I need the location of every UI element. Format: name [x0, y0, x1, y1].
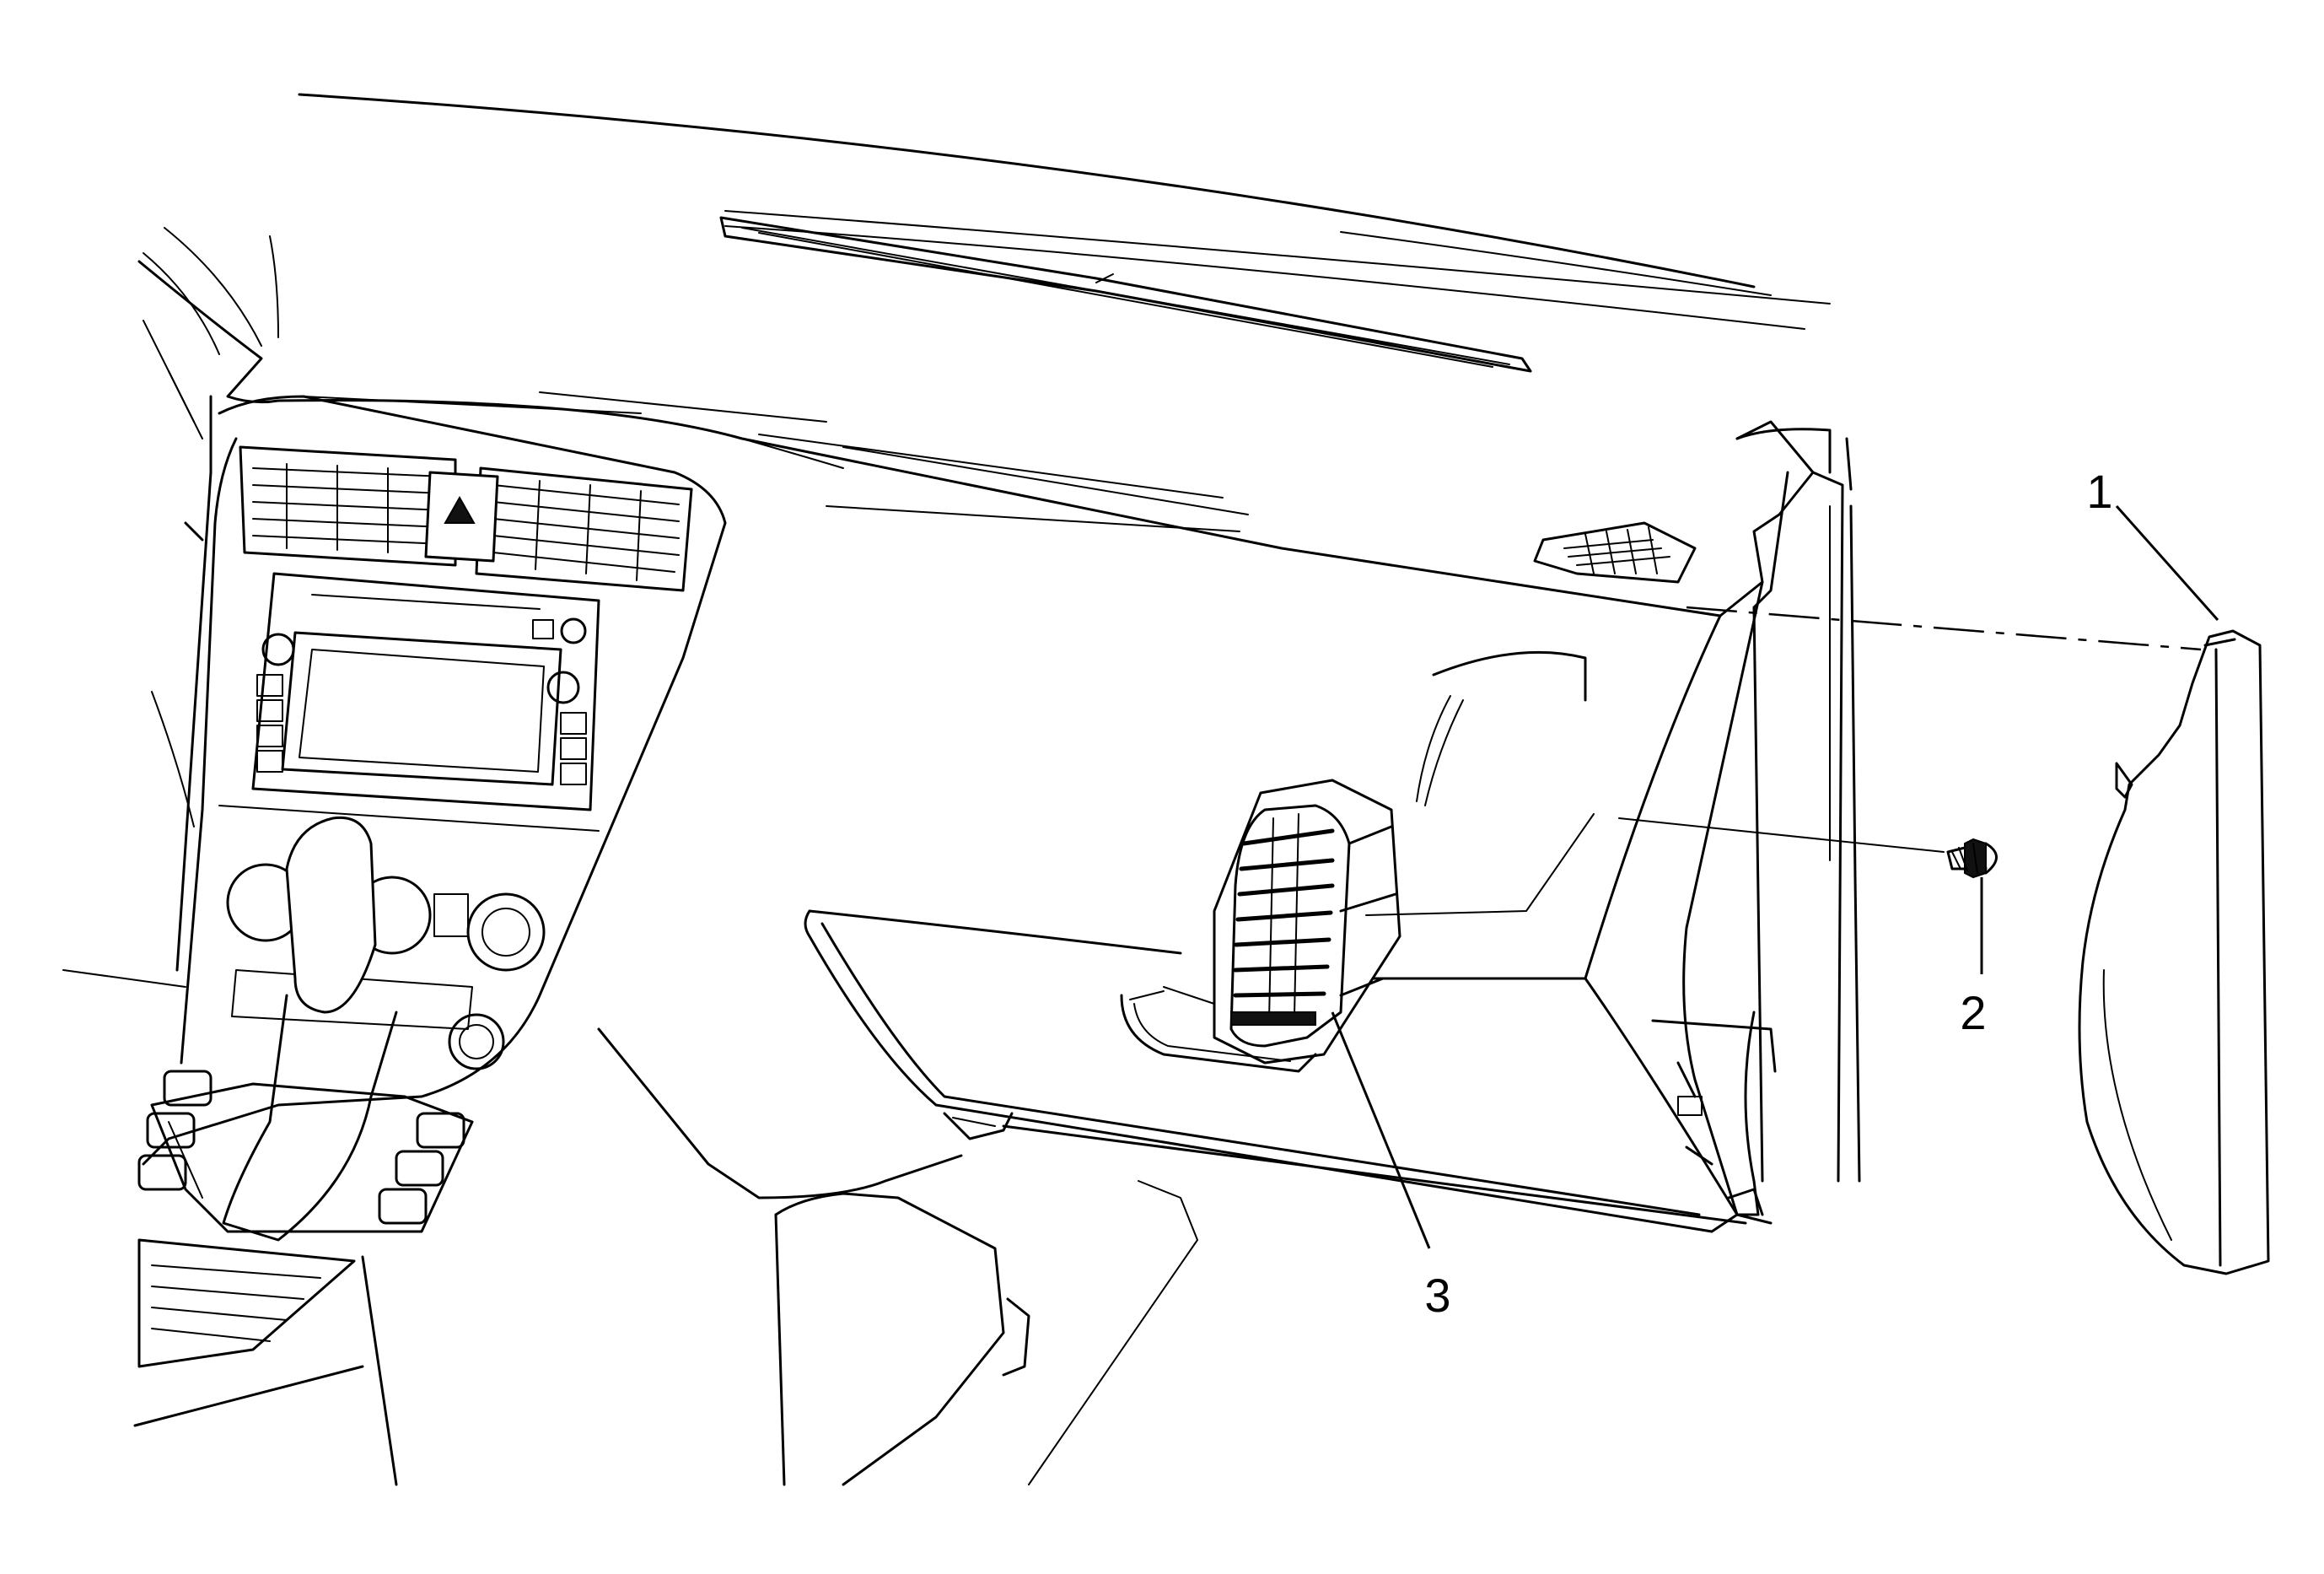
alignment-lines — [1365, 606, 2202, 916]
side-outlet-louvers — [1230, 813, 1335, 1026]
console-switches — [137, 1070, 465, 1225]
leader-line-1 — [2115, 505, 2219, 621]
screw-fastener — [1946, 838, 1998, 879]
dash-pad — [137, 260, 1832, 617]
windshield-lines — [298, 93, 1831, 330]
right-vent-louvers — [492, 480, 680, 581]
callout-2: 2 — [1960, 986, 1986, 1039]
gear-shifter — [150, 816, 474, 1242]
dash-end-frame — [1811, 437, 1861, 1183]
radio-side-buttons — [256, 674, 587, 785]
left-vent-louvers — [252, 463, 444, 553]
hazard-triangle-icon — [444, 495, 476, 524]
center-air-vents — [239, 445, 693, 592]
callout-1: 1 — [2086, 465, 2112, 518]
climate-controls — [218, 805, 600, 1070]
leader-line-3 — [1331, 1011, 1431, 1249]
side-air-outlet — [1120, 779, 1401, 1073]
leader-lines — [1331, 505, 2219, 1249]
radio-head-unit — [251, 572, 600, 811]
lower-console — [133, 1238, 398, 1486]
instrument-panel-end-cap — [2078, 629, 2270, 1275]
passenger-upper-vent — [1533, 521, 1697, 584]
driver-side-pillar — [62, 227, 279, 988]
callout-3: 3 — [1424, 1269, 1450, 1322]
center-stack-bezel — [142, 395, 727, 1166]
passenger-ip-end — [1416, 580, 1777, 1225]
mode-knob-icon — [466, 892, 546, 972]
defroster-grille — [719, 216, 1532, 373]
tune-knob-icon — [546, 671, 580, 704]
volume-knob-icon — [261, 633, 295, 666]
floor-lines — [597, 1027, 1198, 1486]
